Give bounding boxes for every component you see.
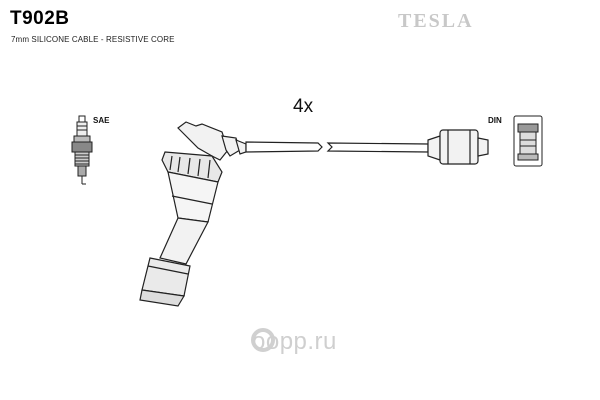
coil-boot-connector xyxy=(139,121,247,307)
din-label: DIN xyxy=(488,116,502,125)
part-code: T902B xyxy=(10,8,70,29)
sae-label: SAE xyxy=(93,116,110,125)
quantity-label: 4x xyxy=(293,96,314,117)
watermark-text: oopp.ru xyxy=(252,328,337,355)
brand-logo-text: TESLA xyxy=(398,10,474,32)
watermark-logo-icon xyxy=(251,328,275,352)
distributor-boot-connector xyxy=(427,129,489,165)
ignition-cable xyxy=(245,141,429,153)
spark-plug-icon xyxy=(71,115,93,185)
cable-description: 7mm SILICONE CABLE - RESISTIVE CORE xyxy=(11,35,175,44)
din-terminal-icon xyxy=(513,115,543,167)
